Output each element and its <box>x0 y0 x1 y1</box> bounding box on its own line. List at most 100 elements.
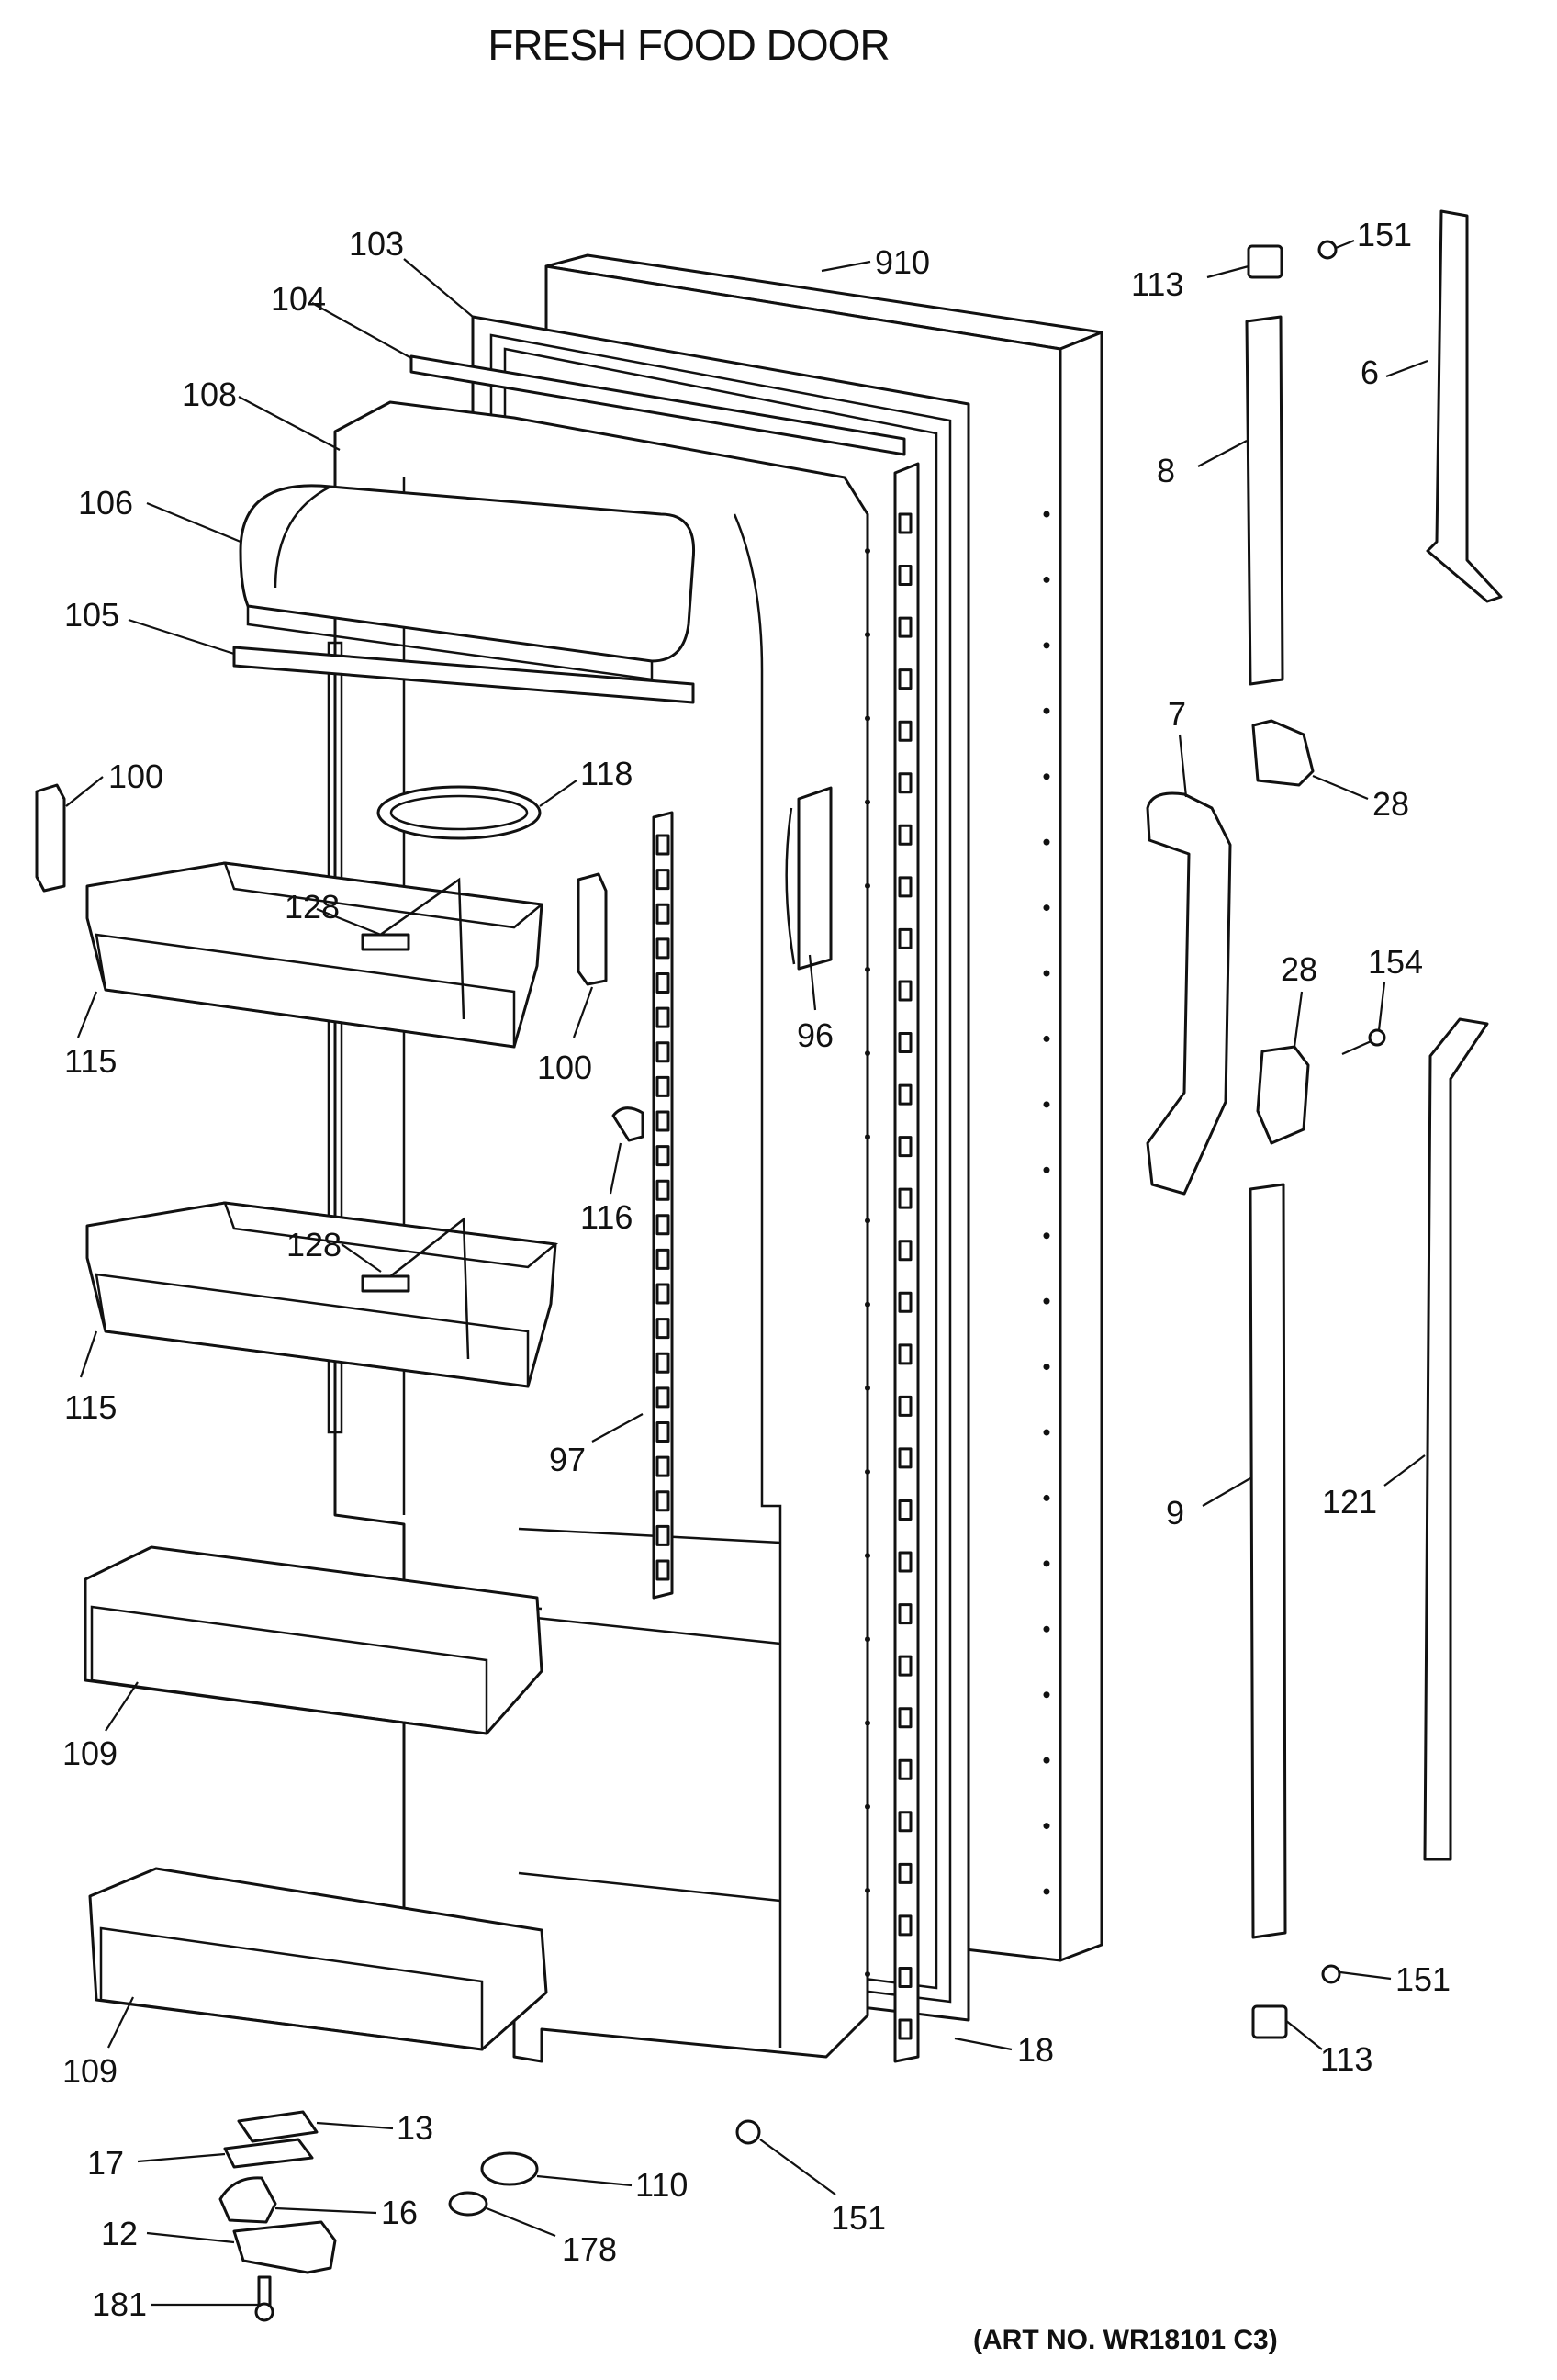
rail-slot <box>655 1214 670 1236</box>
door-bin-109-lower <box>88 1867 548 2051</box>
rail-slot <box>655 1559 670 1581</box>
callout-8: 8 <box>1157 452 1175 489</box>
bushing-178 <box>448 2191 488 2217</box>
screw-hole <box>1043 642 1050 649</box>
gasket-slot <box>898 1811 913 1833</box>
liner-hole <box>865 1971 870 1977</box>
rail-slot <box>655 1179 670 1201</box>
screw-hole <box>1043 1429 1050 1436</box>
gasket-slot <box>898 1914 913 1937</box>
screw-hole <box>1043 511 1050 518</box>
door-bin-115-lower <box>85 1201 559 1388</box>
leader-lines <box>65 239 1428 2307</box>
callout-128-lower: 128 <box>286 1226 342 1263</box>
callout-12: 12 <box>101 2215 138 2252</box>
callout-9: 9 <box>1166 1494 1184 1532</box>
gasket-slot <box>898 1240 913 1262</box>
screw-hole <box>1043 838 1050 846</box>
hinge-bracket-12 <box>232 2220 337 2274</box>
callout-115-lower: 115 <box>64 1388 117 1426</box>
gasket-slot <box>898 1551 913 1573</box>
callout-115-upper: 115 <box>64 1042 117 1080</box>
callout-181: 181 <box>92 2285 147 2323</box>
rail-slot <box>655 1318 670 1340</box>
screw-hole <box>1043 1757 1050 1764</box>
screw-hole <box>1043 1232 1050 1240</box>
liner-hole <box>865 1468 870 1475</box>
rail-slot <box>655 1006 670 1028</box>
rail-slot <box>655 1421 670 1443</box>
rail-slot <box>655 1283 670 1305</box>
gasket-slot <box>898 1343 913 1365</box>
callout-17: 17 <box>87 2144 124 2182</box>
callout-108: 108 <box>182 376 237 413</box>
callout-118: 118 <box>580 755 633 792</box>
callout-6: 6 <box>1361 354 1379 391</box>
callout-121: 121 <box>1322 1483 1377 1521</box>
screw-hole <box>1043 1625 1050 1633</box>
callout-110: 110 <box>635 2166 688 2204</box>
callout-104: 104 <box>271 280 326 318</box>
hinge-cam-16 <box>218 2176 277 2224</box>
screw-181 <box>254 2275 274 2322</box>
rail-slot <box>655 1248 670 1270</box>
handle-trim-6 <box>1426 209 1503 603</box>
rail-slot <box>655 1041 670 1063</box>
rail-slot <box>655 1524 670 1546</box>
callout-100-right: 100 <box>537 1049 592 1086</box>
handle-7 <box>1146 791 1232 1196</box>
liner-hole <box>865 632 870 638</box>
screw-hole <box>1043 1101 1050 1108</box>
bin-clip-100-left <box>35 783 66 892</box>
rail-slot <box>655 1145 670 1167</box>
rail-slot <box>655 903 670 925</box>
callout-100-left: 100 <box>108 758 163 795</box>
door-bin-115-upper <box>85 861 544 1049</box>
gasket-slot <box>898 824 913 846</box>
art-number: (ART NO. WR18101 C3) <box>973 2325 1278 2355</box>
handle-trim-121 <box>1423 1017 1489 1861</box>
gasket-slot <box>898 1032 913 1054</box>
callout-109-upper: 109 <box>62 1734 118 1772</box>
screw-hole <box>1043 1166 1050 1173</box>
callout-151-right: 151 <box>1395 1960 1451 1998</box>
gasket-slot <box>898 1447 913 1469</box>
callout-105: 105 <box>64 596 119 634</box>
screw-hole <box>1043 1297 1050 1305</box>
diagram-title: FRESH FOOD DOOR <box>487 21 890 69</box>
callout-910: 910 <box>875 243 930 281</box>
rail-slot <box>655 1352 670 1374</box>
callout-16: 16 <box>381 2194 418 2231</box>
screw-154 <box>1341 1028 1386 1056</box>
callout-13: 13 <box>397 2109 433 2147</box>
liner-hole <box>865 882 870 889</box>
liner-hole <box>865 1720 870 1726</box>
screw-hole <box>1043 1823 1050 1830</box>
callout-28-lower: 28 <box>1281 950 1317 988</box>
callout-116: 116 <box>580 1198 633 1236</box>
callout-128-upper: 128 <box>285 888 340 926</box>
rail-slot <box>655 971 670 994</box>
rail-slot <box>655 1455 670 1477</box>
screw-hole <box>1043 1691 1050 1699</box>
gasket-slot <box>898 1707 913 1729</box>
gasket-slot <box>898 1083 913 1106</box>
liner-hole <box>865 1134 870 1140</box>
gasket-slot <box>898 512 913 534</box>
callout-178: 178 <box>562 2230 617 2268</box>
door-closure-110 <box>480 2151 539 2186</box>
callout-154: 154 <box>1368 943 1423 981</box>
gasket-slot <box>898 876 913 898</box>
shelf-rail-97 <box>652 811 674 1600</box>
button-116 <box>611 1106 644 1142</box>
gasket-slot <box>898 1499 913 1521</box>
rail-slot <box>655 1075 670 1097</box>
screw-hole <box>1043 1888 1050 1895</box>
hinge-washer-17 <box>223 2138 314 2169</box>
gasket-slot <box>898 1966 913 1988</box>
liner-hole <box>865 1050 870 1057</box>
callout-96: 96 <box>797 1016 834 1054</box>
gasket-strip-18 <box>893 462 920 2063</box>
shelf-bracket-96 <box>785 786 833 971</box>
